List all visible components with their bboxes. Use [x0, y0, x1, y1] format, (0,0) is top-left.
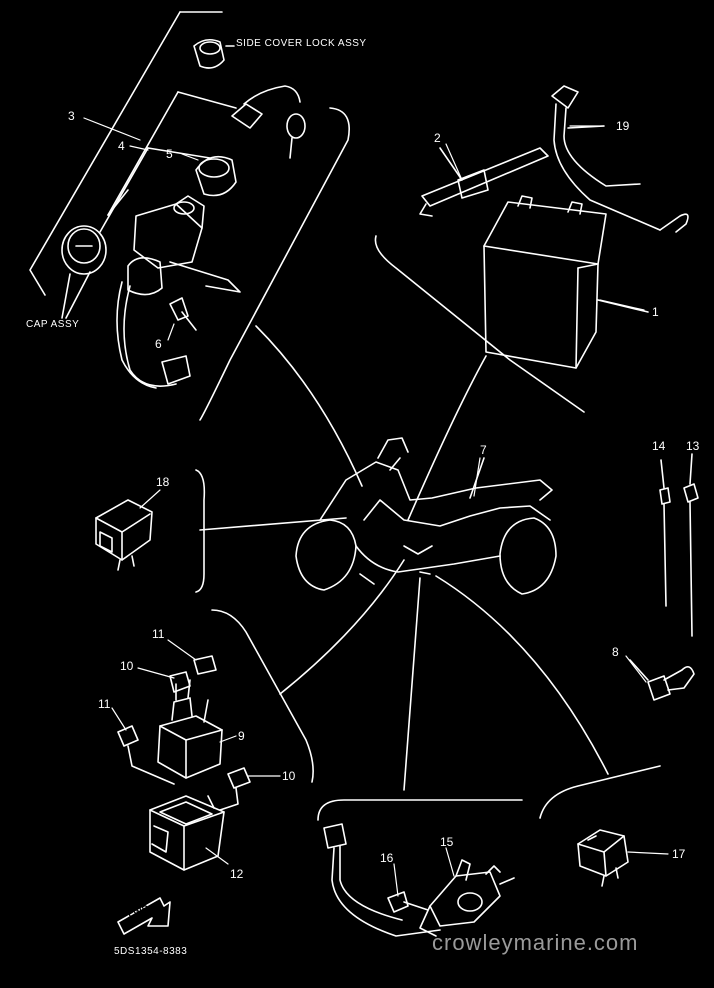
horn-frame — [539, 765, 661, 819]
callout-18: 18 — [156, 475, 170, 489]
relay-18-icon — [95, 499, 153, 571]
callout-13: 13 — [686, 439, 700, 453]
callout-1: 1 — [652, 305, 659, 319]
callout-2: 2 — [434, 131, 441, 145]
fuse-icons — [117, 655, 251, 811]
relay-18-frame — [195, 469, 206, 593]
callout-12: 12 — [230, 867, 244, 881]
callout-3: 3 — [68, 109, 75, 123]
screw-16-icon — [387, 891, 429, 913]
callout-19: 19 — [616, 119, 630, 133]
callout-4: 4 — [118, 139, 125, 153]
callout-17: 17 — [672, 847, 686, 861]
side-cover-lock-icon — [193, 38, 235, 69]
group-brackets — [29, 11, 237, 296]
callout-11-top: 11 — [152, 627, 165, 641]
callout-8: 8 — [612, 645, 619, 659]
ignition-group-frame — [199, 107, 350, 421]
coupler-icon — [629, 659, 695, 701]
switch-15-icon — [419, 859, 515, 937]
callout-9: 9 — [238, 729, 245, 743]
callout-10-top: 10 — [120, 659, 134, 673]
callout-10-right: 10 — [282, 769, 296, 783]
lock-icon — [195, 155, 237, 197]
callout-16: 16 — [380, 851, 394, 865]
screw-icon — [169, 297, 197, 331]
watermark: crowleymarine.com — [432, 930, 639, 955]
cable-bands-icon — [659, 453, 699, 637]
battery-frame — [374, 235, 585, 413]
callout-leaders — [83, 117, 669, 897]
callout-7: 7 — [480, 443, 487, 457]
callout-5: 5 — [166, 147, 173, 161]
cap-assy-icon — [61, 225, 107, 319]
sensor-lead-icon — [323, 823, 441, 937]
callout-14: 14 — [652, 439, 666, 453]
starter-relay-icon — [157, 679, 223, 779]
battery-band-icon — [419, 147, 549, 217]
cap-assy-label: CAP ASSY — [26, 319, 80, 330]
keys-icon — [231, 85, 306, 159]
fwd-arrow-icon — [117, 897, 171, 935]
part-17-icon — [577, 829, 629, 887]
battery-icon — [483, 195, 649, 369]
callout-11-left: 11 — [98, 697, 111, 711]
leader-lines — [199, 325, 609, 791]
side-cover-lock-label: SIDE COVER LOCK ASSY — [236, 38, 367, 49]
battery-cable-icon — [551, 85, 689, 233]
main-switch-icon — [116, 195, 241, 389]
callout-15: 15 — [440, 835, 454, 849]
callout-6: 6 — [155, 337, 162, 351]
relay-group-frame — [211, 609, 314, 783]
switch-16-frame — [317, 799, 523, 821]
relay-cover-icon — [149, 795, 225, 871]
drawing-code: 5DS1354-8383 — [114, 946, 188, 957]
motorcycle-icon — [295, 437, 557, 595]
